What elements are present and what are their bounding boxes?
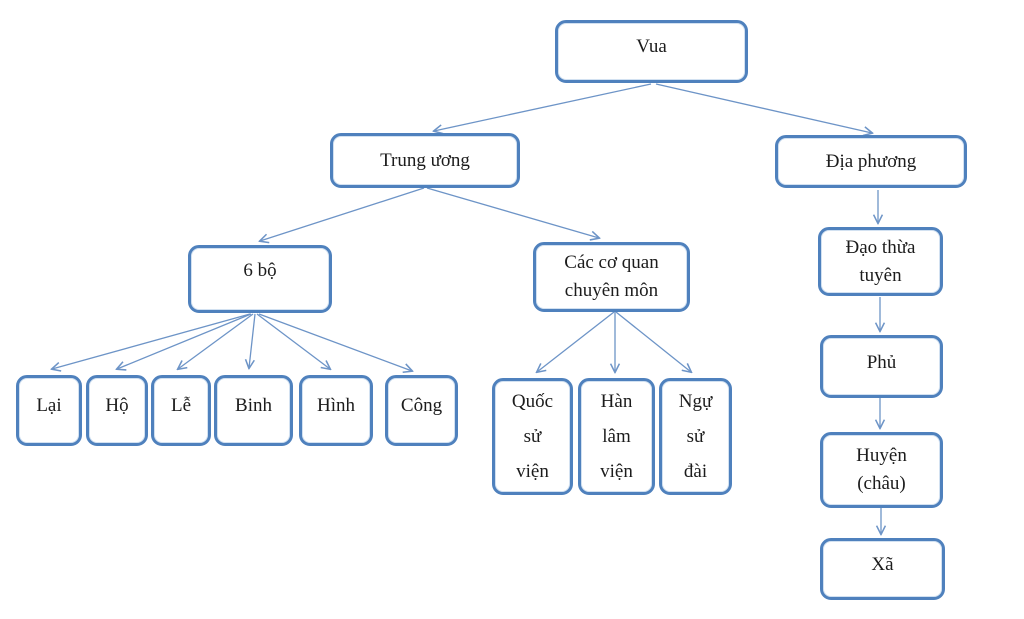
- node-lai: Lại: [16, 375, 82, 446]
- arrow-caccoquan-ngu: [615, 311, 691, 372]
- arrow-caccoquan-quoc: [537, 311, 615, 372]
- node-quoc-su-vien: Quốc sử viện: [492, 378, 573, 495]
- node-dao-thua-tuyen: Đạo thừa tuyên: [818, 227, 943, 296]
- node-dia-phuong: Địa phương: [775, 135, 967, 188]
- node-phu: Phủ: [820, 335, 943, 398]
- node-6-bo: 6 bộ: [188, 245, 332, 313]
- arrow-trung-uong-cac-co-quan: [426, 187, 599, 238]
- arrow-sau-bo-cong: [258, 313, 412, 371]
- arrow-vua-dia-phuong: [655, 83, 872, 133]
- node-trung-uong: Trung ương: [330, 133, 520, 188]
- arrow-sau-bo-binh: [249, 313, 256, 368]
- node-binh: Binh: [214, 375, 293, 446]
- node-cong: Công: [385, 375, 458, 446]
- arrow-vua-trung-uong: [434, 83, 652, 131]
- arrow-sau-bo-le: [178, 313, 254, 369]
- node-ho: Hộ: [86, 375, 148, 446]
- node-xa: Xã: [820, 538, 945, 600]
- node-hinh: Hình: [299, 375, 373, 446]
- arrow-sau-bo-ho: [117, 313, 252, 369]
- node-han-lam-vien: Hàn lâm viện: [578, 378, 655, 495]
- node-vua: Vua: [555, 20, 748, 83]
- node-huyen-chau: Huyện (châu): [820, 432, 943, 508]
- node-le: Lễ: [151, 375, 211, 446]
- arrow-trung-uong-sau-bo: [260, 187, 425, 241]
- arrow-sau-bo-hinh: [256, 313, 330, 369]
- node-ngu-su-dai: Ngự sử đài: [659, 378, 732, 495]
- node-cac-co-quan-chuyen-mon: Các cơ quan chuyên môn: [533, 242, 690, 312]
- arrow-sau-bo-lai: [52, 313, 251, 369]
